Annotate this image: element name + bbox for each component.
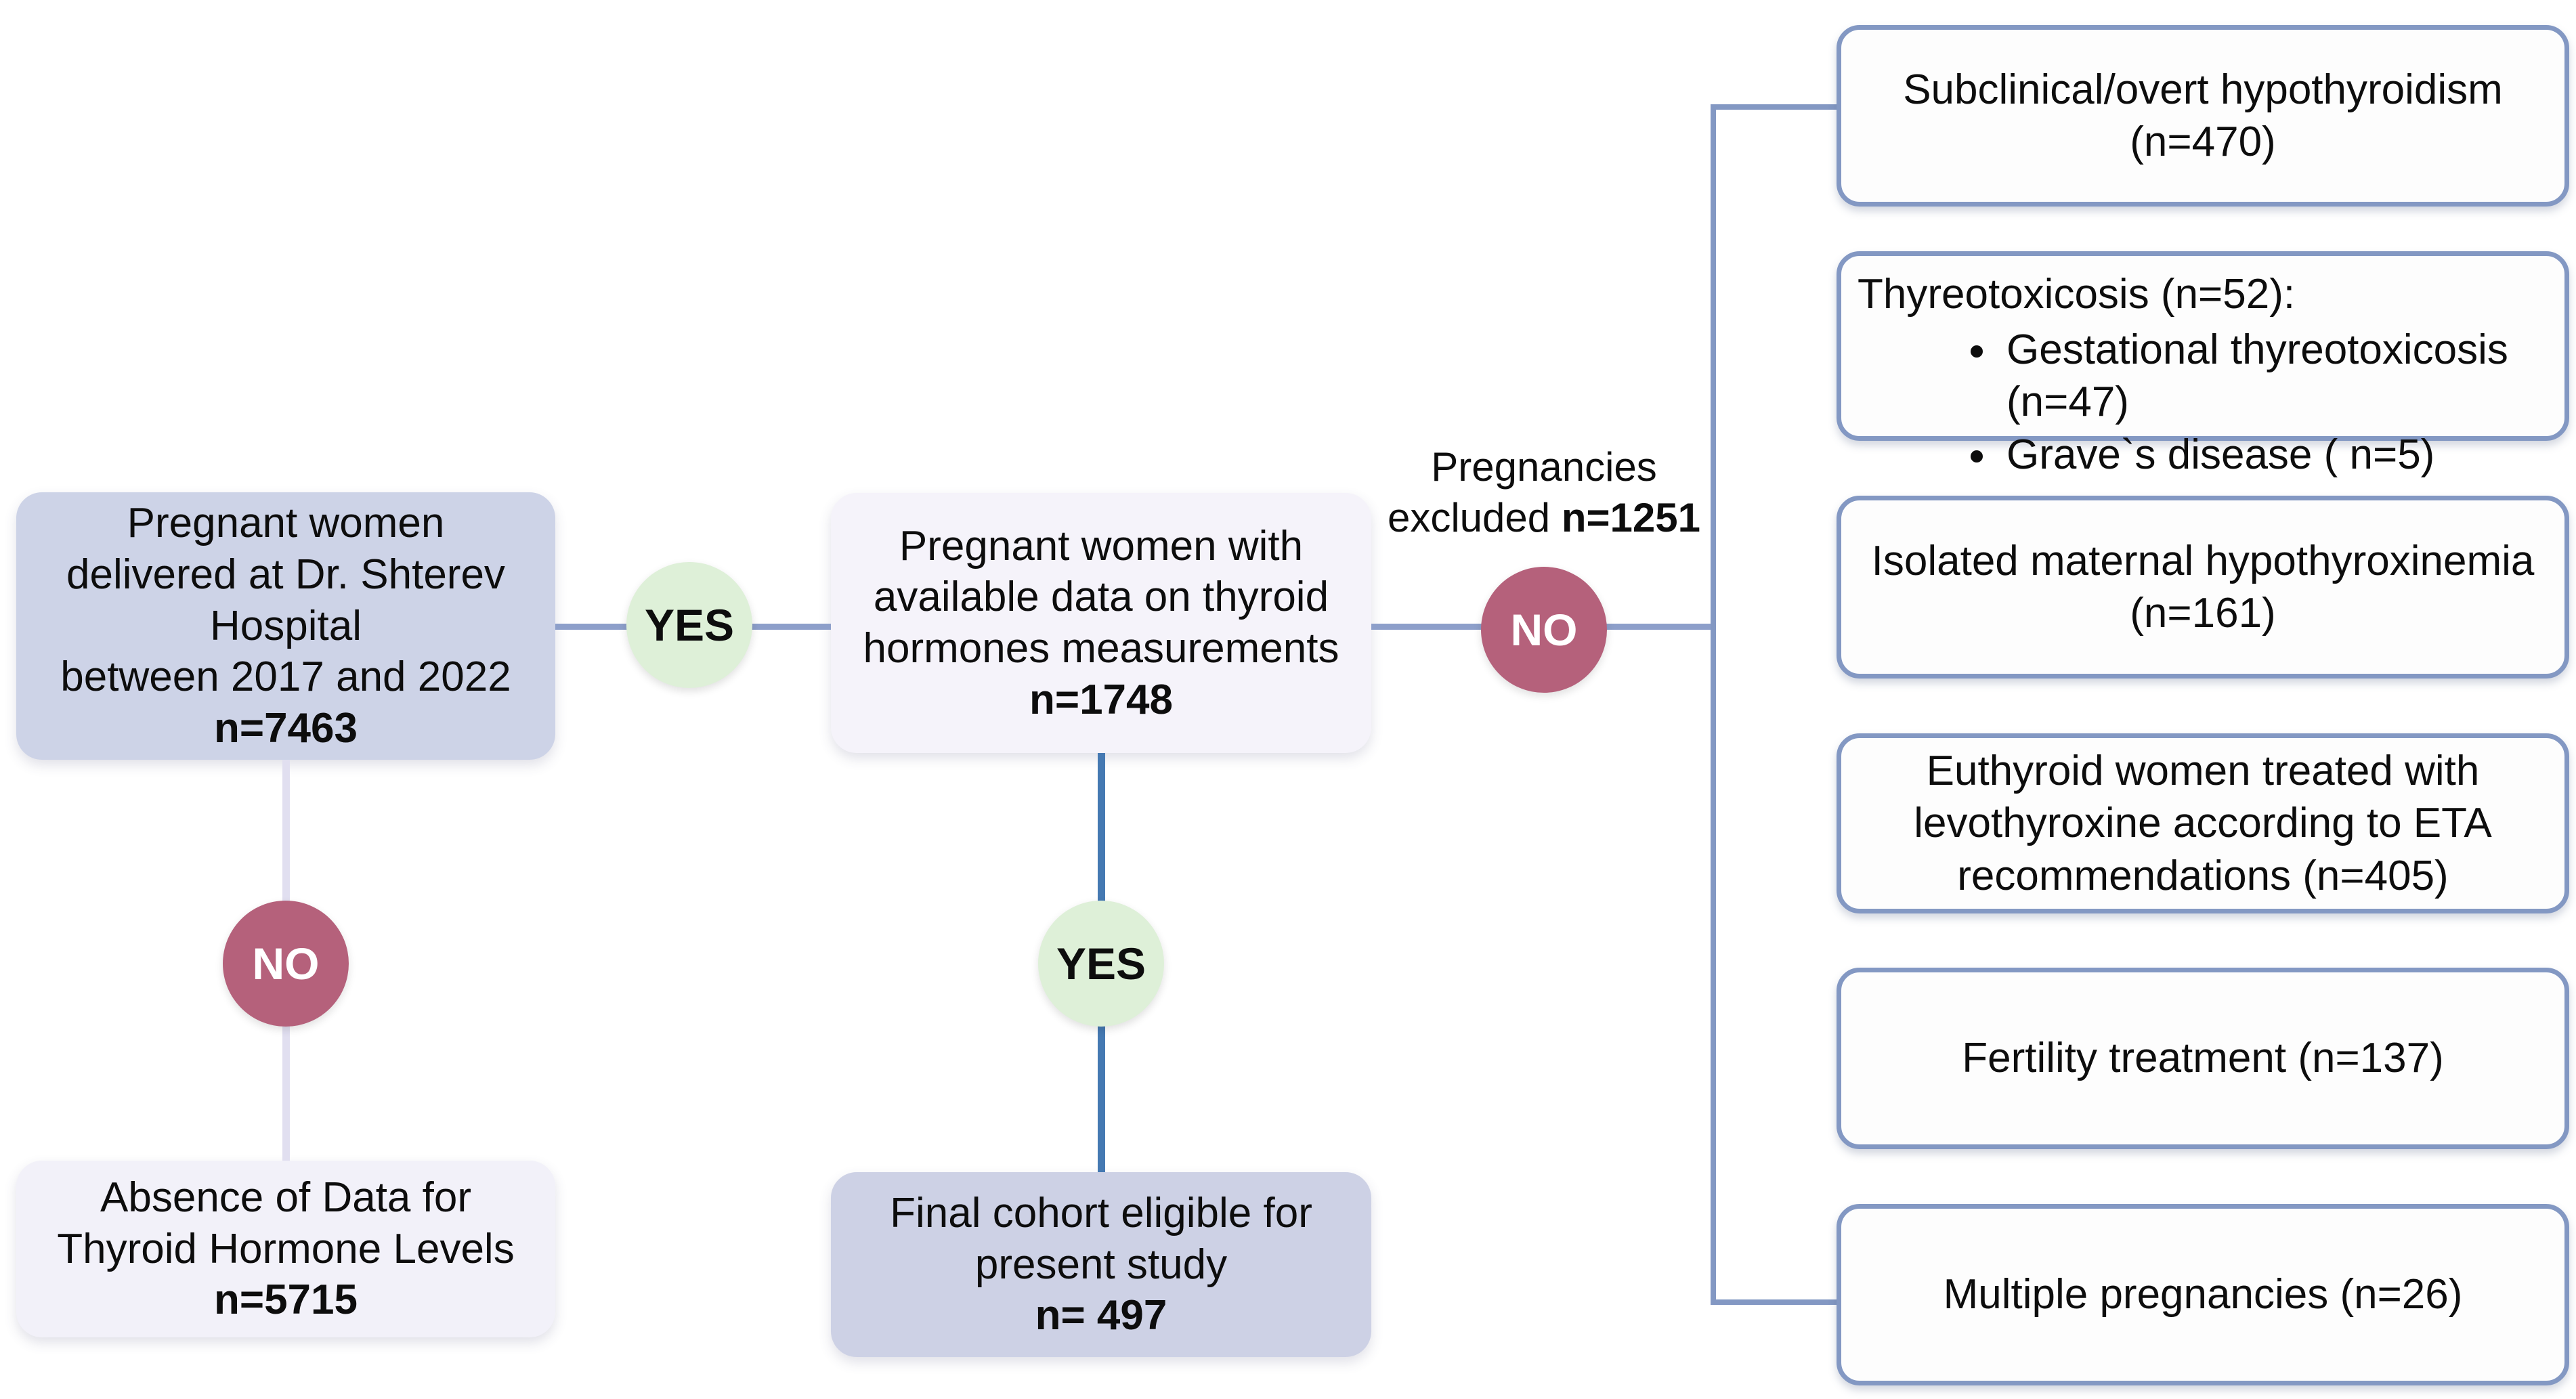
exclusion-box-isolated-hypothyroxinemia: Isolated maternal hypothyroxinemia (n=16…: [1837, 496, 2569, 679]
exclusion-bullet: Gestational thyreotoxicosis (n=47): [2000, 324, 2544, 429]
decision-yes-to-final: YES: [1038, 901, 1164, 1027]
node-text: Pregnant women with available data on th…: [863, 522, 1339, 672]
node-n-value: n=1748: [1029, 676, 1173, 723]
exclusion-heading: Thyreotoxicosis (n=52):: [1858, 271, 2296, 318]
node-n-value: n= 497: [1035, 1292, 1167, 1339]
decision-no-to-absence: NO: [223, 901, 349, 1027]
exclusion-text: Euthyroid women treated with levothyroxi…: [1914, 747, 2492, 899]
decision-no-to-exclusions: NO: [1481, 567, 1607, 693]
exclusion-text: Subclinical/overt hypothyroidism (n=470): [1903, 66, 2503, 166]
connector-trunk-to-box6: [1711, 1299, 1837, 1305]
exclusion-box-subclinical-hypothyroidism: Subclinical/overt hypothyroidism (n=470): [1837, 25, 2569, 207]
node-n-value: n=7463: [213, 704, 358, 752]
node-absence-of-data: Absence of Data for Thyroid Hormone Leve…: [16, 1161, 555, 1337]
node-n-value: n=5715: [213, 1276, 358, 1324]
node-final-cohort: Final cohort eligible for present study …: [831, 1172, 1371, 1357]
pregnancies-excluded-label: Pregnancies excluded n=1251: [1375, 442, 1713, 543]
exclusion-box-multiple-pregnancies: Multiple pregnancies (n=26): [1837, 1204, 2569, 1385]
exclusion-box-euthyroid-levothyroxine: Euthyroid women treated with levothyroxi…: [1837, 733, 2569, 913]
exclusion-bullet: Grave`s disease ( n=5): [2000, 429, 2544, 481]
connector-trunk-to-box1: [1711, 104, 1837, 110]
node-text: Pregnant women delivered at Dr. Shterev …: [60, 500, 511, 701]
exclusion-box-fertility-treatment: Fertility treatment (n=137): [1837, 968, 2569, 1149]
exclusion-box-thyreotoxicosis: Thyreotoxicosis (n=52): Gestational thyr…: [1837, 251, 2569, 478]
node-available-thyroid-data: Pregnant women with available data on th…: [831, 493, 1371, 753]
decision-yes-to-available: YES: [626, 562, 752, 688]
node-pregnant-women-delivered: Pregnant women delivered at Dr. Shterev …: [16, 492, 555, 760]
excluded-label-text: Pregnancies excluded: [1387, 444, 1657, 540]
connector-exclusions-trunk: [1711, 104, 1716, 1305]
exclusion-text: Isolated maternal hypothyroxinemia (n=16…: [1871, 537, 2535, 637]
excluded-label-count: n=1251: [1561, 495, 1701, 540]
node-text: Absence of Data for Thyroid Hormone Leve…: [57, 1174, 515, 1272]
node-text: Final cohort eligible for present study: [890, 1190, 1312, 1288]
exclusion-text: Fertility treatment (n=137): [1962, 1035, 2444, 1082]
exclusion-bullet-list: Gestational thyreotoxicosis (n=47) Grave…: [1858, 324, 2544, 481]
exclusion-text: Multiple pregnancies (n=26): [1943, 1271, 2463, 1318]
